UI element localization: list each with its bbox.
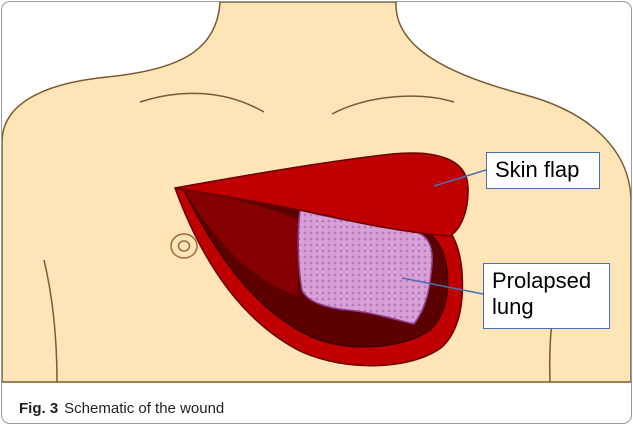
nipple-inner [179,241,190,251]
skin-flap-label: Skin flap [486,152,600,189]
figure-number: Fig. 3 [19,400,58,417]
caption-text: Schematic of the wound [64,400,224,417]
prolapsed-lung-label: Prolapsed lung [483,263,610,329]
figure-caption: Fig. 3 Schematic of the wound [19,400,224,417]
